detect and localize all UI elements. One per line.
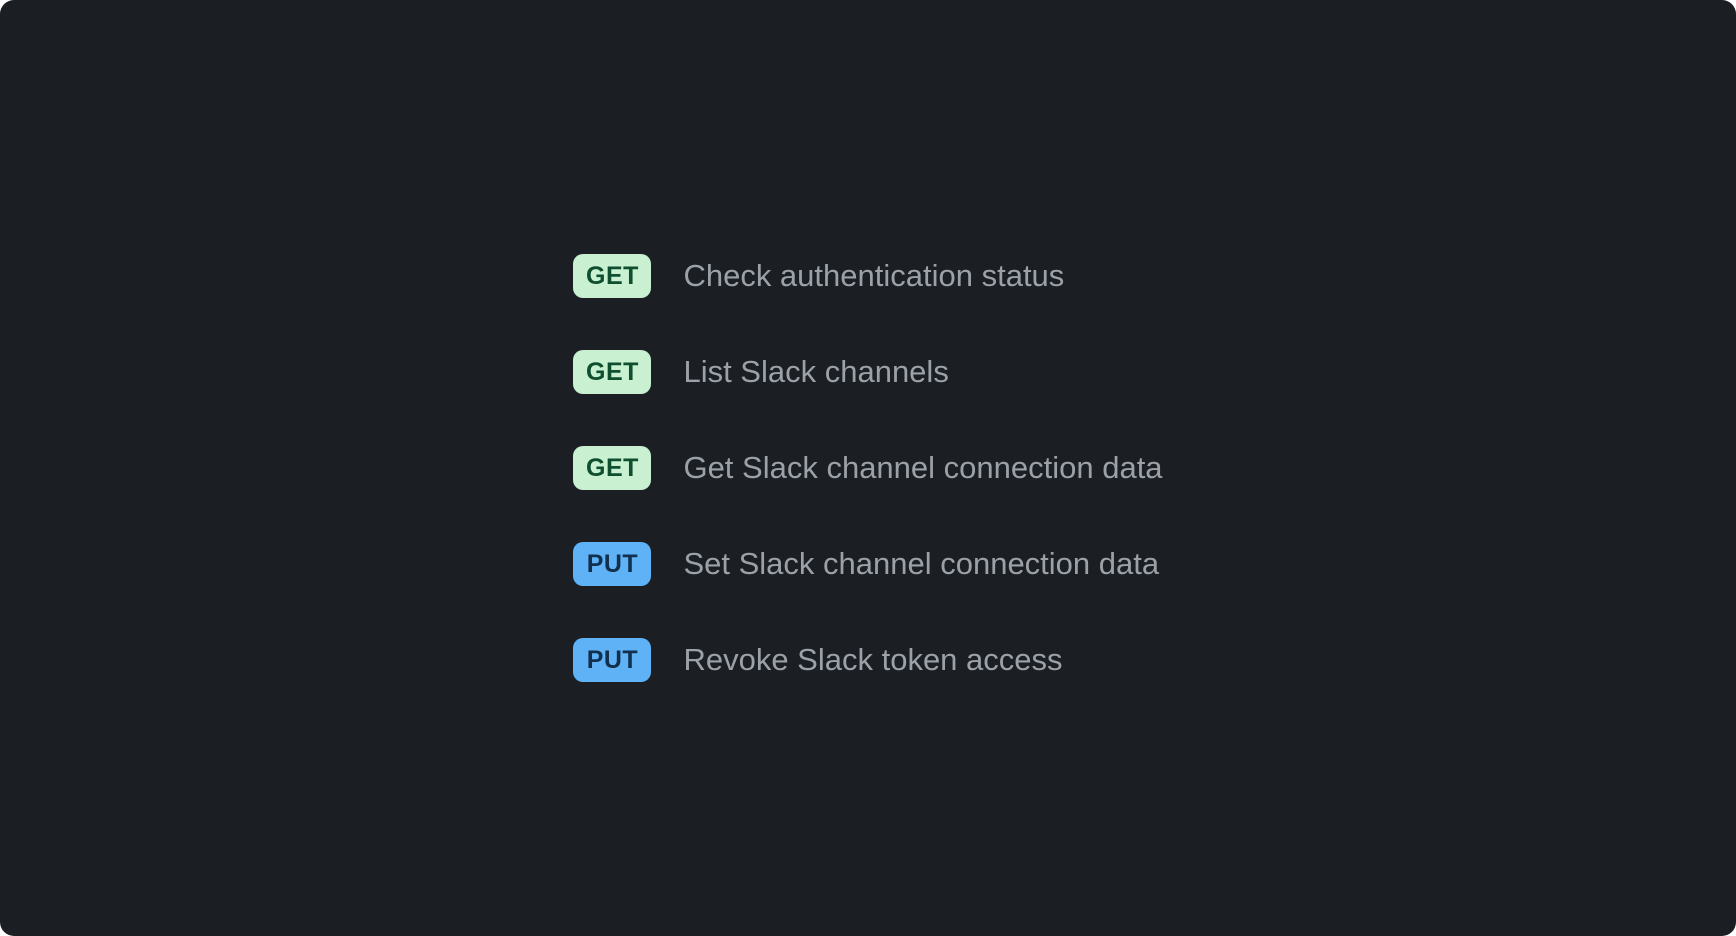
endpoint-label: Set Slack channel connection data [683,546,1160,581]
endpoint-label: Check authentication status [683,258,1065,293]
endpoint-row-revoke-token[interactable]: PUT Revoke Slack token access [573,638,1162,682]
method-badge: PUT [573,638,652,682]
endpoint-label: List Slack channels [683,354,949,389]
endpoint-label: Get Slack channel connection data [683,450,1163,485]
endpoint-row-check-auth-status[interactable]: GET Check authentication status [573,254,1162,298]
endpoint-list: GET Check authentication status GET List… [573,254,1163,682]
endpoint-label: Revoke Slack token access [683,642,1063,677]
method-badge: GET [573,350,652,394]
endpoint-row-get-channel-connection[interactable]: GET Get Slack channel connection data [573,446,1163,490]
method-badge: GET [573,446,652,490]
method-badge: GET [573,254,652,298]
method-badge: PUT [573,542,652,586]
endpoint-row-set-channel-connection[interactable]: PUT Set Slack channel connection data [573,542,1162,586]
endpoint-row-list-channels[interactable]: GET List Slack channels [573,350,1162,394]
